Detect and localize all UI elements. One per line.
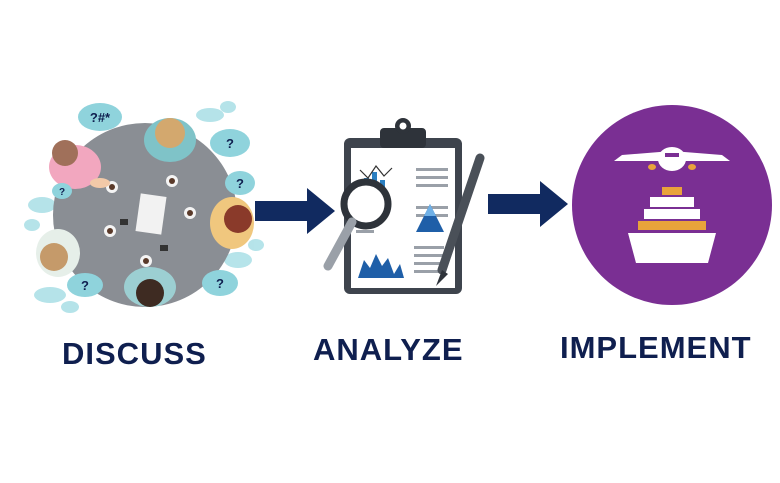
arrow-right-icon — [488, 181, 568, 227]
step-label-implement: IMPLEMENT — [560, 330, 752, 365]
bubble-text: ? — [236, 176, 244, 191]
clipboard-analysis-icon — [323, 118, 485, 294]
step-label-discuss: DISCUSS — [62, 336, 207, 371]
bubble-text: ? — [81, 278, 89, 293]
meeting-table-icon: ?#* ? ? ? ? ? — [24, 101, 264, 313]
bubble-text: ? — [216, 276, 224, 291]
bubble-text: ? — [59, 187, 65, 198]
bubble-text: ? — [226, 136, 234, 151]
logistics-plane-ship-icon — [572, 105, 772, 305]
arrow-right-icon — [255, 188, 335, 234]
step-label-analyze: ANALYZE — [313, 332, 464, 367]
bubble-text: ?#* — [90, 110, 111, 125]
